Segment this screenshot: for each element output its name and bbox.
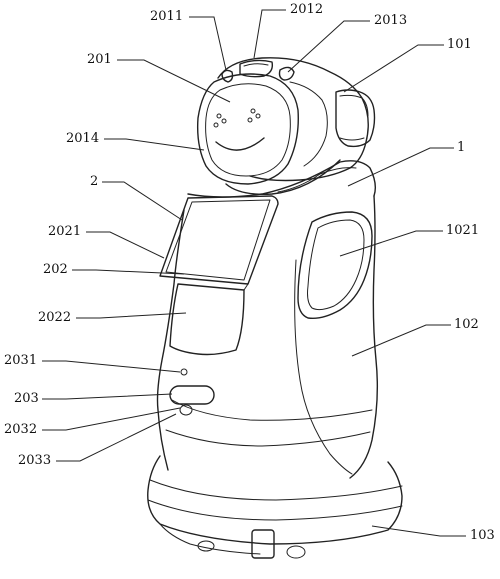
leader-1 (347, 147, 454, 187)
sensor-bar-203 (169, 385, 215, 405)
label-2012: 2012 (290, 2, 324, 17)
base-wheel-front (251, 529, 275, 559)
head-rear-shell (217, 57, 369, 182)
label-2022: 2022 (38, 310, 72, 325)
front-panel-2022 (169, 283, 245, 356)
robot-base-103 (147, 455, 403, 559)
base-skirt (147, 455, 403, 545)
leader-2031 (42, 360, 181, 373)
head-ear-module (335, 89, 376, 148)
tablet-inner-screen (165, 199, 271, 281)
top-camera-2012 (239, 59, 274, 78)
label-203: 203 (14, 391, 39, 406)
robot-head (196, 57, 376, 185)
leader-201 (117, 59, 231, 103)
base-wheel-right (286, 545, 306, 559)
leader-2 (102, 181, 183, 221)
robot-body (156, 195, 379, 479)
leader-101 (343, 44, 444, 93)
label-2013: 2013 (374, 13, 408, 28)
neck (225, 159, 341, 195)
label-2031: 2031 (4, 353, 38, 368)
face-eyes (213, 108, 261, 128)
label-201: 201 (87, 52, 112, 67)
leader-203 (42, 393, 173, 400)
label-2011: 2011 (150, 9, 184, 24)
base-wheel-left (197, 540, 215, 552)
label-1: 1 (457, 140, 466, 155)
leader-2033 (56, 413, 177, 462)
top-sensor-2011 (221, 69, 234, 83)
tablet-outer-frame (159, 195, 279, 285)
tablet-screen-202 (159, 195, 279, 291)
leader-202 (72, 269, 185, 275)
leader-2014 (104, 138, 205, 151)
label-103: 103 (470, 528, 495, 543)
leader-2021 (86, 231, 165, 259)
torso-left-edge (156, 209, 185, 471)
sensor-2032 (179, 404, 193, 416)
torso-right-edge (349, 195, 379, 479)
leader-2012 (253, 9, 286, 59)
sensor-2031 (180, 368, 188, 376)
leader-2032 (42, 407, 181, 431)
face-smile (215, 137, 265, 151)
face-plate (196, 73, 299, 185)
leader-2013 (287, 20, 370, 73)
leader-2011 (189, 16, 227, 71)
label-2032: 2032 (4, 422, 38, 437)
label-2033: 2033 (18, 453, 52, 468)
side-panel-1021 (297, 211, 373, 320)
leader-102 (351, 324, 451, 357)
label-101: 101 (447, 37, 472, 52)
leader-lines (42, 9, 466, 537)
leader-1021 (339, 230, 443, 257)
leader-103 (371, 525, 466, 537)
label-202: 202 (43, 262, 68, 277)
label-2021: 2021 (48, 224, 82, 239)
label-2014: 2014 (66, 131, 100, 146)
label-102: 102 (454, 317, 479, 332)
leader-2022 (76, 312, 187, 319)
top-sensor-2013 (278, 66, 295, 81)
label-1021: 1021 (446, 223, 480, 238)
label-2: 2 (90, 174, 99, 189)
